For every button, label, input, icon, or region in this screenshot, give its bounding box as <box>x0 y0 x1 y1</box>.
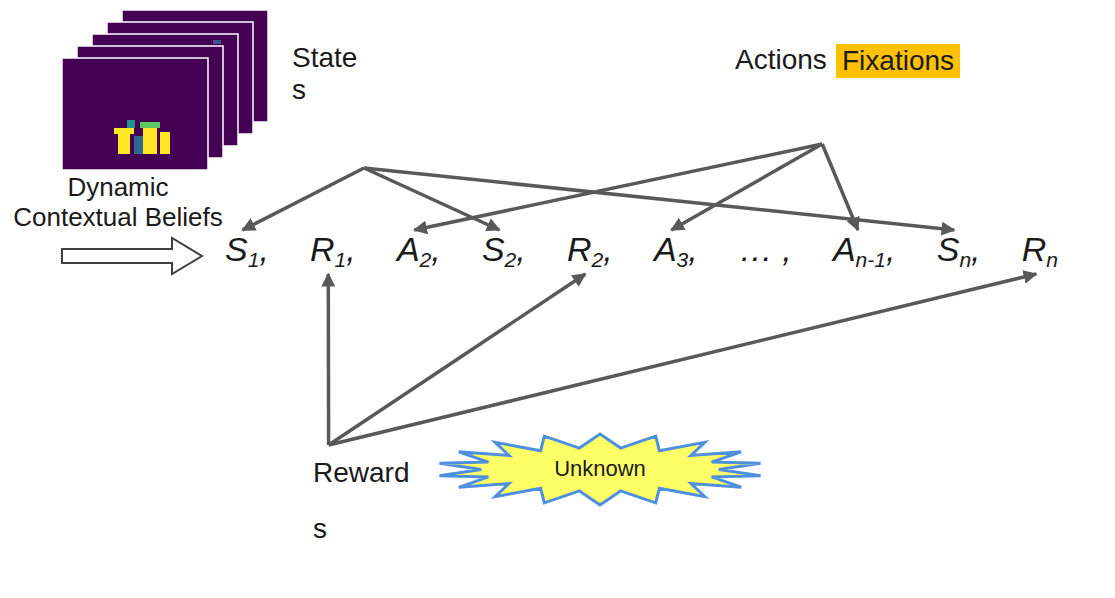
sequence-term: S2, <box>482 228 526 270</box>
node-text: Unknown <box>554 456 646 482</box>
term-text: Rn <box>1022 230 1058 268</box>
sequence-term: R1, <box>310 228 356 270</box>
sequence-term: R2, <box>567 228 613 270</box>
sequence-term: Rn <box>1022 228 1058 270</box>
connector-arrow <box>414 144 822 230</box>
node-text: State s <box>292 42 372 106</box>
connector-arrow <box>329 274 1037 445</box>
sequence-term: A2, <box>397 228 441 270</box>
sequence-term: Sn, <box>937 228 981 270</box>
connector-arrow <box>327 274 331 445</box>
node-text: Reward s <box>313 445 417 557</box>
ellipsis: … , <box>739 228 792 270</box>
connector-arrow <box>671 144 822 230</box>
belief-map-stack <box>62 10 268 170</box>
term-text: A3, <box>654 230 698 268</box>
hollow-arrow <box>62 238 202 274</box>
highlight-box: Fixations <box>836 44 960 78</box>
state-label: State s <box>292 42 372 168</box>
rewards-label: Reward s <box>313 445 417 557</box>
term-text: A2, <box>397 230 441 268</box>
sequence-term: An-1, <box>833 228 896 270</box>
sequence-term: S1, <box>225 228 269 270</box>
unknown-starburst: Unknown <box>435 432 765 507</box>
connector-arrow <box>822 144 858 230</box>
term-text: An-1, <box>833 230 896 268</box>
connector-arrow <box>243 168 364 230</box>
term-text: R1, <box>310 230 356 268</box>
actions-label: Actions <box>735 42 827 144</box>
node-text: Actions <box>735 42 827 78</box>
term-text: S1, <box>225 230 269 268</box>
connector-arrow <box>329 274 586 445</box>
node-text: Fixations <box>842 45 954 77</box>
term-text: S2, <box>482 230 526 268</box>
connector-arrow <box>364 168 499 230</box>
term-text: R2, <box>567 230 613 268</box>
term-text: Sn, <box>937 230 981 268</box>
sequence-term: A3, <box>654 228 698 270</box>
image-caption: Dynamic Contextual Beliefs <box>6 172 230 232</box>
